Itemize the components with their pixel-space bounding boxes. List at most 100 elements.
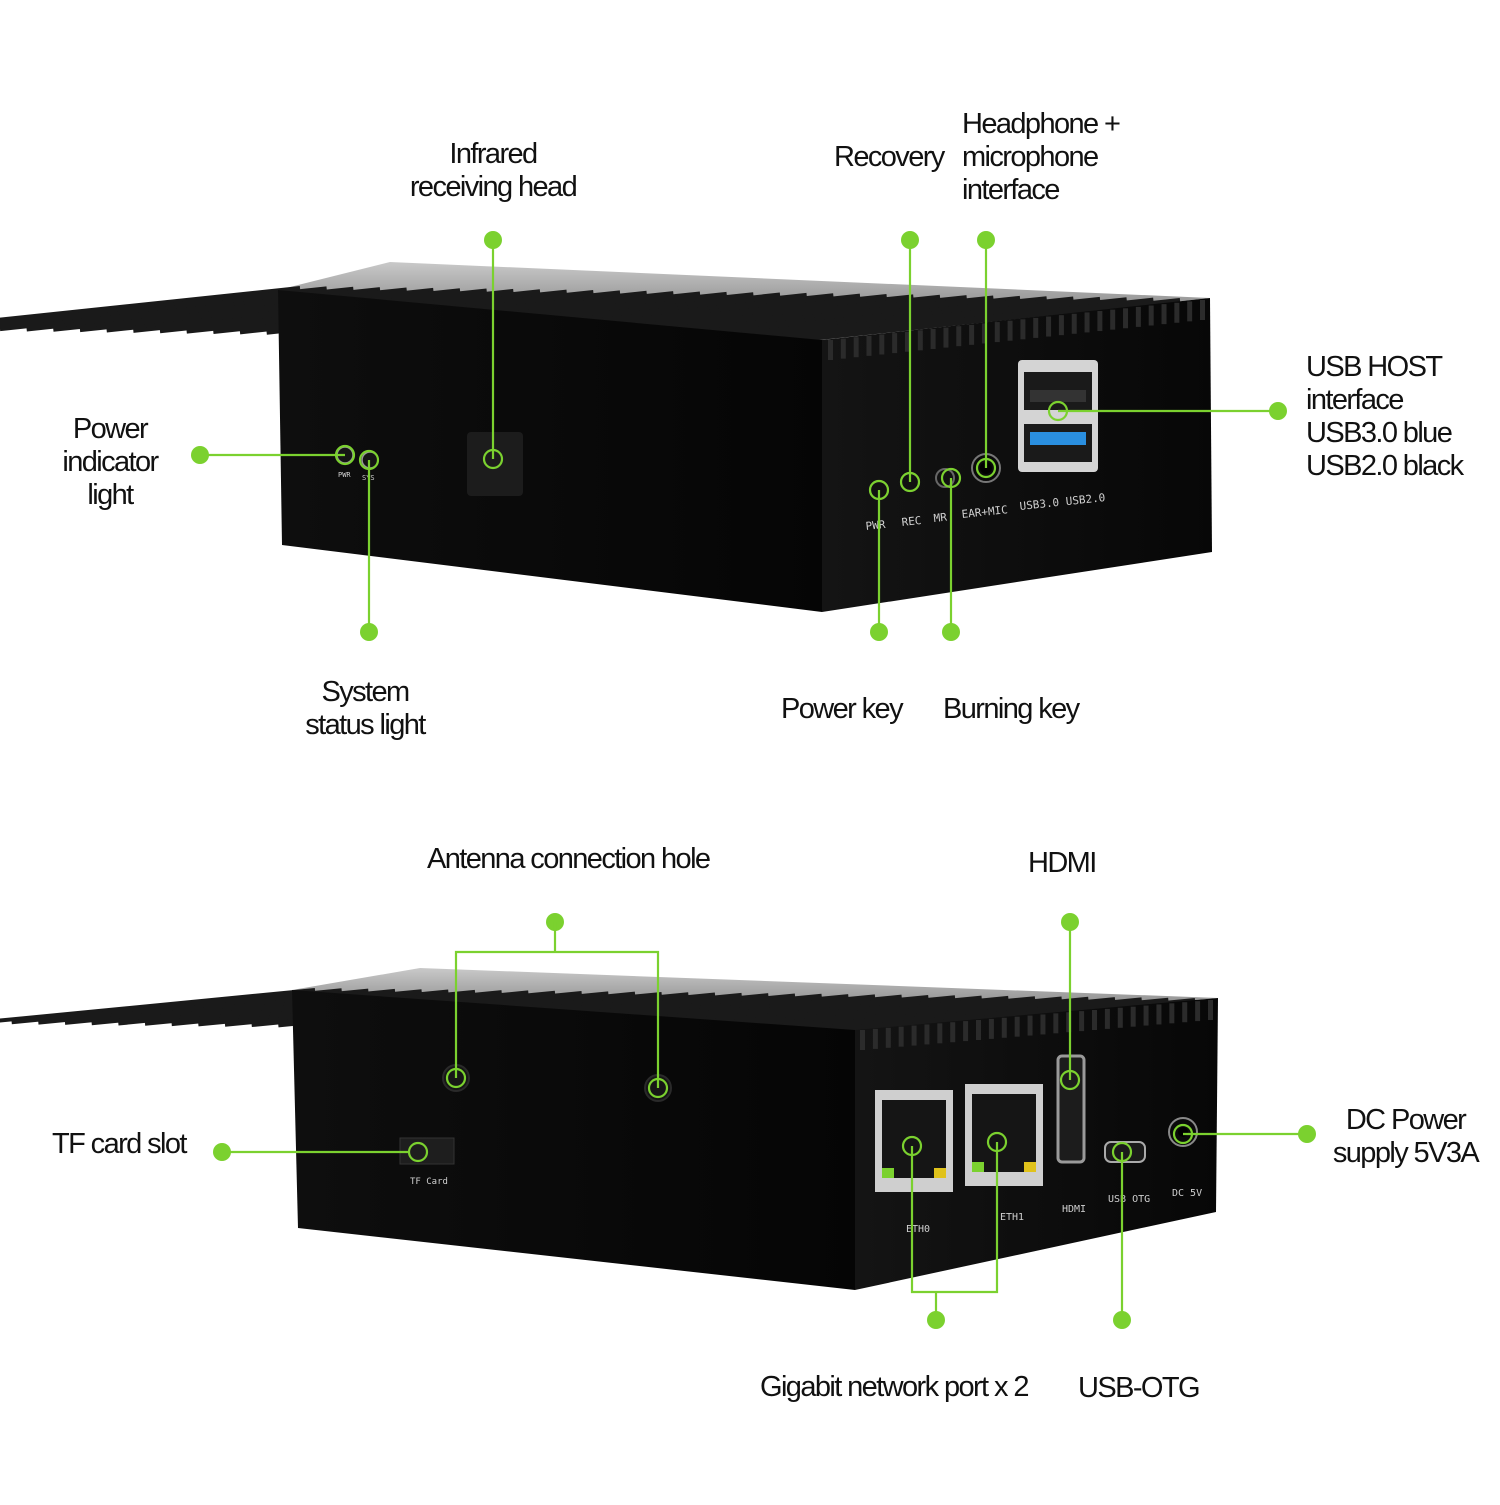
label-infrared-receiving-head: Infrared receiving head [388,138,598,204]
label-line: TF card slot [52,1128,187,1160]
label-gigabit-network-port: Gigabit network port x 2 [760,1371,1029,1404]
fin-tooth [872,1028,878,1049]
fin [784,997,1116,1034]
fin-tooth [879,334,885,355]
usb-host-stack [1018,360,1098,472]
fin-tooth [1007,320,1013,341]
dc-silk: DC 5V [1172,1188,1202,1199]
eth1-silk: ETH1 [1000,1212,1024,1223]
fin-tooth [1046,316,1052,337]
fin-tooth [976,1020,981,1040]
fin [79,288,461,333]
fin-tooth [1053,1013,1059,1034]
fin-tooth [1143,1005,1149,1026]
fin-tooth [1058,315,1064,336]
label-line: USB HOST [1306,351,1443,383]
callout-burning-key-target [940,467,962,489]
pwr-led-silk: PWR [338,471,351,479]
label-line: Recovery [834,141,945,173]
fin-tooth [1169,1003,1175,1024]
label-line: Power [72,413,149,445]
label-line: DC Power [1345,1104,1467,1136]
fin [11,988,342,1025]
fin-tooth [1123,308,1129,329]
label-line: receiving head [409,171,578,203]
callout-antenna-line [454,950,660,1088]
fin-tooth [937,1023,943,1044]
dc-jack-pin [1178,1127,1188,1137]
fin-tooth [860,1030,865,1050]
callout-hdmi-dot [1061,913,1079,931]
fin-tooth [1014,1016,1020,1037]
fin-tooth [1040,1014,1046,1035]
fin [693,296,1074,341]
label-line: light [87,479,134,511]
label-line: USB3.0 blue [1306,417,1453,449]
fin-tooth [924,1024,930,1045]
top-device: PWR SYS PWR REC MR EAR+MIC USB3.0 USB2.0 [0,262,1212,612]
label-line: status light [305,709,426,741]
callout-usb-otg-target [1111,1141,1133,1163]
fin [118,989,449,1026]
fin-tooth [1187,301,1193,322]
burning-key [935,468,955,488]
fin-tooth [866,335,872,356]
fin [799,298,1181,342]
fin-tooth [1097,311,1103,332]
label-usb-host-interface: USB HOST interface USB3.0 blue USB2.0 bl… [1306,351,1464,483]
fin-tooth [904,331,910,352]
top-front-fin-edge [828,300,1205,360]
fin-tooth [963,1021,969,1042]
fin-tooth [892,333,898,354]
fin [758,996,1089,1033]
label-line: interface [962,174,1060,206]
fin-tooth [950,1022,956,1043]
callout-tf-target [407,1141,429,1163]
label-power-key: Power key [781,693,904,726]
fin-tooth [828,340,833,360]
label-line: Infrared [449,138,538,170]
fin-tooth [1084,312,1090,333]
fin-tooth [1001,1017,1007,1038]
label-line: HDMI [1028,847,1097,879]
callout-usb-otg-dot [1113,1311,1131,1329]
callout-lines [191,231,1316,1329]
ear-mic-silk: EAR+MIC [961,503,1008,521]
fin-tooth [1200,300,1205,320]
label-line: USB-OTG [1078,1372,1201,1404]
label-line: Burning key [943,693,1080,725]
fin [811,997,1142,1034]
callout-headphone-target [975,457,997,479]
fin-tooth [885,1027,891,1048]
callout-power-led-target [334,444,356,466]
bottom-case-side [292,990,855,1290]
bottom-front-fin-edge [860,1000,1213,1050]
fin-tooth [1071,313,1077,334]
ethernet-port-0 [875,1090,953,1192]
fin [0,988,316,1023]
fin-tooth [1130,1006,1136,1027]
label-headphone-microphone-interface: Headphone + microphone interface [962,108,1121,207]
callout-tf-dot [213,1143,231,1161]
fin-tooth [930,328,936,349]
fin-tooth [943,327,949,348]
fin [773,297,1154,342]
usb3-blue-tongue [1030,432,1086,445]
label-line: Power key [781,693,904,725]
fin-tooth [1092,1010,1097,1030]
callout-antenna-target-left [445,1067,467,1089]
usb-otg-port [1104,1141,1146,1163]
label-usb-otg: USB-OTG [1078,1372,1201,1405]
fin-tooth [956,326,962,347]
usb-otg-silk: USB OTG [1108,1194,1150,1205]
fin-tooth [1117,1007,1123,1028]
callout-system-led-dot [360,623,378,641]
fin-tooth [1156,1004,1162,1025]
fin-tooth [1208,1000,1213,1020]
callout-recovery-dot [901,231,919,249]
fin [53,287,434,332]
fin-tooth [1066,1012,1072,1033]
label-line: indicator [62,446,159,478]
pwr-silk: PWR [865,518,886,533]
callout-infrared-dot [484,231,502,249]
